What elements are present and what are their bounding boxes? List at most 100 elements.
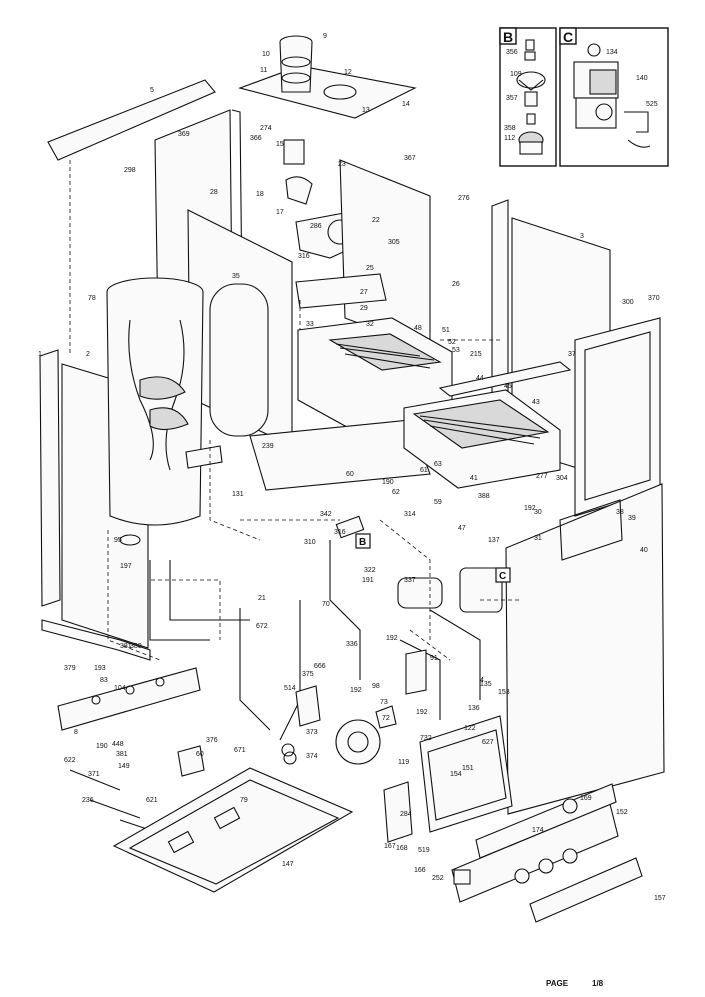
part-callout: 300 — [622, 299, 634, 306]
part-callout: 197 — [120, 563, 132, 570]
callout-inset-b-1: 356 — [506, 49, 518, 56]
part-callout: 252 — [432, 875, 444, 882]
part-callout: 627 — [482, 739, 494, 746]
part-callout: 366 — [250, 135, 262, 142]
part-callout: 149 — [118, 763, 130, 770]
part-callout: 239 — [262, 443, 274, 450]
part-callout: 316 — [334, 529, 346, 536]
part-callout: 35 — [232, 273, 240, 280]
callout-inset-c-2: 140 — [636, 75, 648, 82]
part-callout: 236 — [82, 797, 94, 804]
front-panel — [505, 483, 665, 815]
burner — [403, 361, 572, 489]
part-callout: 13 — [362, 107, 370, 114]
part-callout: 25 — [366, 265, 374, 272]
part-callout: 147 — [282, 861, 294, 868]
part-callout: 72 — [382, 715, 390, 722]
part-callout: 277 — [536, 473, 548, 480]
part-callout: 322 — [364, 567, 376, 574]
reference-tag-c: C — [495, 567, 511, 583]
part-callout: 672 — [256, 623, 268, 630]
part-callout: 337 — [404, 577, 416, 584]
part-callout: 60 — [346, 471, 354, 478]
page-number: 1/8 — [592, 979, 604, 988]
inset-b: B 356 109 357 358 112 — [499, 27, 557, 167]
part-callout: 22 — [372, 217, 380, 224]
part-callout: 215 — [470, 351, 482, 358]
part-callout: 1 — [38, 351, 42, 358]
part-callout: 381 — [116, 751, 128, 758]
part-callout: 78 — [88, 295, 96, 302]
part-callout: 137 — [488, 537, 500, 544]
part-callout: 122 — [464, 725, 476, 732]
part-callout: 52 — [448, 339, 456, 346]
part-callout: 29 — [360, 305, 368, 312]
part-callout: 190 — [96, 743, 108, 750]
part-callout: 14 — [402, 101, 410, 108]
part-callout: 276 — [458, 195, 470, 202]
part-callout: 310 — [304, 539, 316, 546]
part-callout: 622 — [64, 757, 76, 764]
part-callout: 153 — [498, 689, 510, 696]
part-callout: 104 — [114, 685, 126, 692]
part-callout: 95 — [114, 537, 122, 544]
part-callout: 5 — [150, 87, 154, 94]
part-callout: 21 — [258, 595, 266, 602]
part-callout: 192 — [350, 687, 362, 694]
part-callout: 666 — [314, 663, 326, 670]
part-callout: 192 — [416, 709, 428, 716]
part-callout: 41 — [470, 475, 478, 482]
part-callout: 519 — [418, 847, 430, 854]
part-callout: 342 — [320, 511, 332, 518]
reference-tag-b-letter: B — [359, 537, 366, 548]
inset-b-letter: B — [503, 29, 513, 45]
part-callout: 135 — [480, 681, 492, 688]
part-callout: 48 — [414, 325, 422, 332]
inset-c-letter: C — [563, 29, 573, 45]
part-callout: 336 — [346, 641, 358, 648]
part-callout: 37 — [568, 351, 576, 358]
part-callout: 373 — [306, 729, 318, 736]
part-callout: 166 — [414, 867, 426, 874]
part-callout: 31 — [534, 535, 542, 542]
part-callout: 23 — [338, 161, 346, 168]
part-callout: 4 — [480, 677, 484, 684]
part-callout: 314 — [404, 511, 416, 518]
part-callout: 316 — [298, 253, 310, 260]
part-callout: 47 — [458, 525, 466, 532]
part-callout: 26 — [452, 281, 460, 288]
reference-tag-c-letter: C — [499, 571, 506, 582]
part-callout: 3 — [580, 233, 584, 240]
part-callout: 91 — [430, 655, 438, 662]
callout-inset-c-1: 134 — [606, 49, 618, 56]
callout-inset-c-3: 525 — [646, 101, 658, 108]
reference-tag-b: B — [355, 533, 371, 549]
part-callout: 192 — [386, 635, 398, 642]
callout-inset-b-4: 358 — [504, 125, 516, 132]
part-callout: 190 — [382, 479, 394, 486]
base-tray — [112, 767, 354, 893]
part-callout: 131 — [232, 491, 244, 498]
part-callout: 12 — [344, 69, 352, 76]
part-callout: 30 — [534, 509, 542, 516]
part-callout: 192 — [524, 505, 536, 512]
part-callout: 136 — [468, 705, 480, 712]
hydraulic-group — [149, 515, 503, 777]
part-callout: 2 — [86, 351, 90, 358]
part-callout: 381 — [120, 643, 132, 650]
part-callout: 298 — [124, 167, 136, 174]
part-callout: 621 — [146, 797, 158, 804]
part-callout: 191 — [362, 577, 374, 584]
part-callout: 369 — [178, 131, 190, 138]
part-callout: 83 — [100, 677, 108, 684]
part-callout: 61 — [420, 467, 428, 474]
part-callout: 43 — [532, 399, 540, 406]
part-callout: 169 — [580, 795, 592, 802]
part-callout: 62 — [392, 489, 400, 496]
part-callout: 63 — [434, 461, 442, 468]
part-callout: 379 — [64, 665, 76, 672]
part-callout: 732 — [420, 735, 432, 742]
part-callout: 45 — [504, 383, 512, 390]
